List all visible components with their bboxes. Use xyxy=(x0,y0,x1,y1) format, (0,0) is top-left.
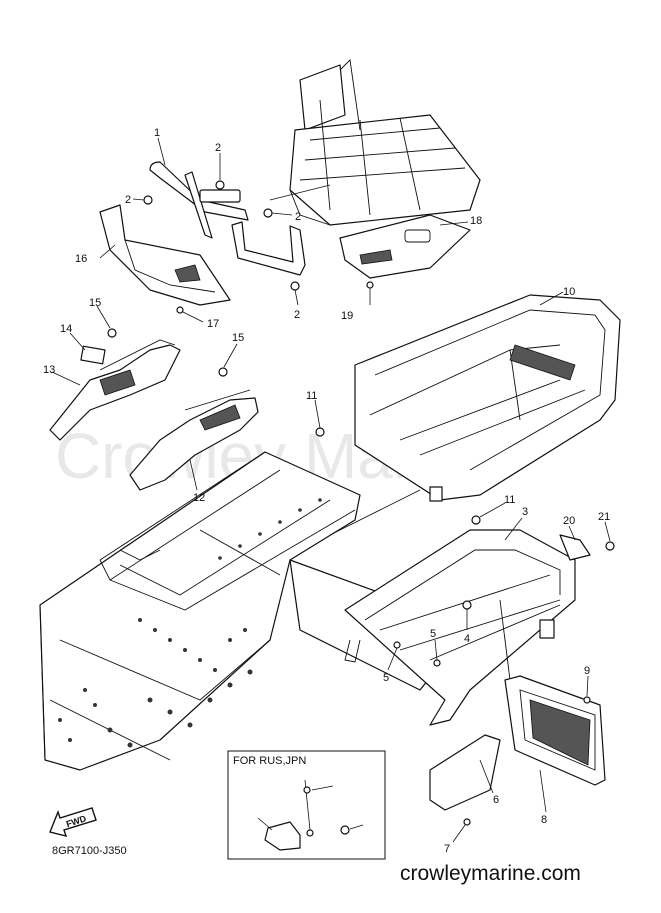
rear-rack xyxy=(354,294,621,502)
callout-4: 4 xyxy=(464,633,470,645)
callout-18: 18 xyxy=(470,215,482,227)
callout-2: 2 xyxy=(295,211,301,223)
rear-bracket xyxy=(559,534,591,561)
rear-plate xyxy=(429,734,501,811)
lower-cover xyxy=(339,214,471,279)
side-panel-left xyxy=(49,339,181,441)
diagram-code: 8GR7100-J350 xyxy=(52,845,127,857)
callout-5: 5 xyxy=(383,672,389,684)
callout-14: 14 xyxy=(60,323,72,335)
callout-1: 1 xyxy=(154,127,160,139)
front-bumper xyxy=(149,161,306,276)
callout-6: 6 xyxy=(493,794,499,806)
website-url: crowleymarine.com xyxy=(400,862,581,885)
callout-3: 3 xyxy=(522,506,528,518)
callout-8: 8 xyxy=(541,814,547,826)
snow-flap xyxy=(504,675,606,786)
callout-12: 12 xyxy=(193,492,205,504)
front-guard xyxy=(99,204,231,306)
callout-16: 16 xyxy=(75,253,87,265)
callout-21: 21 xyxy=(598,511,610,523)
callout-2: 2 xyxy=(215,142,221,154)
callout-19: 19 xyxy=(341,310,353,322)
callout-11: 11 xyxy=(306,390,317,402)
callout-2: 2 xyxy=(294,309,300,321)
rear-carrier xyxy=(344,529,576,726)
callout-7: 7 xyxy=(444,843,450,855)
callout-2: 2 xyxy=(125,194,131,206)
side-panel-right xyxy=(129,389,259,491)
inset-rus-jpn: FOR RUS,JPN xyxy=(227,750,386,860)
leader-lines xyxy=(51,137,611,843)
callout-15: 15 xyxy=(89,297,101,309)
callout-13: 13 xyxy=(43,364,55,376)
callout-20: 20 xyxy=(563,515,575,527)
callout-5: 5 xyxy=(430,628,436,640)
callout-9: 9 xyxy=(584,665,590,677)
main-frame xyxy=(269,59,481,226)
callout-11: 11 xyxy=(504,494,515,506)
inset-title: FOR RUS,JPN xyxy=(233,755,306,767)
callout-10: 10 xyxy=(563,286,575,298)
callout-17: 17 xyxy=(207,318,219,330)
callout-15: 15 xyxy=(232,332,244,344)
fwd-arrow-icon: FWD xyxy=(49,807,97,837)
